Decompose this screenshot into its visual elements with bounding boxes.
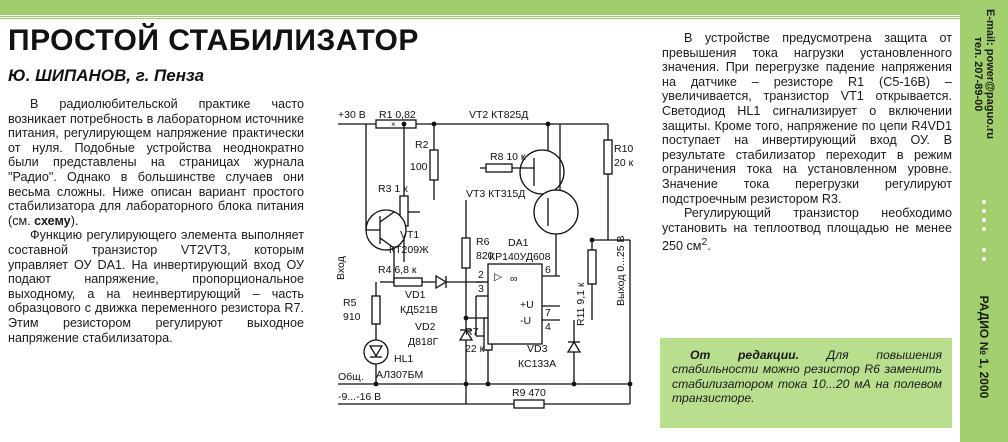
- paragraph-text: ).: [70, 213, 79, 228]
- label-vt1: VT1: [400, 229, 419, 241]
- sidebar-issue: РАДИО № 1, 2000: [977, 295, 991, 399]
- paragraph: В радиолюбительской практике часто возни…: [8, 97, 304, 228]
- paragraph-text: .: [707, 239, 711, 254]
- label-vt1t: КТ209Ж: [389, 244, 429, 256]
- label-r7: R7: [465, 326, 479, 338]
- label-vd1: VD1: [405, 289, 426, 301]
- label-vd2t: Д818Г: [408, 336, 439, 348]
- label-r3: R3 1 к: [378, 183, 408, 195]
- label-r6: R6: [476, 236, 490, 248]
- label-r5v: 910: [343, 311, 361, 323]
- label-plusu: +U: [520, 299, 534, 311]
- label-hl1: HL1: [394, 353, 413, 365]
- label-common: Общ.: [338, 371, 364, 383]
- label-minusu: -U: [520, 315, 531, 327]
- opamp-inf: ∞: [510, 273, 518, 285]
- article-column-right: В устройстве предусмотрена защита от пре…: [662, 31, 952, 254]
- paragraph: В устройстве предусмотрена защита от пре…: [662, 31, 952, 206]
- sidebar-email[interactable]: E-mail: power@paguo.ru: [984, 9, 996, 139]
- label-vt2: VT2 КТ825Д: [469, 109, 528, 121]
- label-hl1t: АЛ307БМ: [376, 369, 423, 381]
- label-vd2: VD2: [415, 321, 436, 333]
- pin-6: 6: [545, 264, 551, 276]
- editor-note-text: Для повышения стабильности можно резисто…: [672, 348, 942, 406]
- header-stripes: [0, 14, 960, 20]
- pin-3: 3: [478, 283, 484, 295]
- paragraph: Регулирующий транзистор необходимо устан…: [662, 206, 952, 254]
- label-r10v: 20 к: [614, 157, 634, 169]
- label-vd1t: КД521В: [400, 304, 438, 316]
- paragraph-text: Регулирующий транзистор необходимо устан…: [662, 206, 952, 254]
- label-r5: R5: [343, 297, 357, 309]
- label-vt3: VT3 КТ315Д: [466, 188, 525, 200]
- label-da1: DA1: [508, 237, 529, 249]
- label-r8: R8 10 к: [490, 151, 526, 163]
- article-author: Ю. ШИПАНОВ, г. Пенза: [8, 66, 205, 85]
- label-r1: R1 0,82: [379, 109, 416, 121]
- editor-note: От редакции. Для повышения стабильности …: [672, 348, 942, 406]
- label-vneg: -9...-16 В: [338, 391, 381, 403]
- editor-note-box: От редакции. Для повышения стабильности …: [660, 338, 952, 428]
- pin-4: 4: [545, 321, 551, 333]
- editor-note-label: От редакции.: [690, 348, 799, 362]
- superscript: 2: [701, 236, 708, 249]
- paragraph: Функцию регулирующего элемента выполняет…: [8, 228, 304, 345]
- schematic-diagram: +30 В R1 0,82 × R2 100 R3 1 к VT1 КТ209Ж…: [335, 109, 634, 409]
- label-output: Выход 0...25 В: [615, 235, 627, 306]
- label-r6v: 820: [476, 250, 494, 262]
- label-vd3: VD3: [527, 343, 548, 355]
- opamp-symbol: ▷: [494, 271, 503, 283]
- r1-mark: ×: [391, 120, 396, 129]
- article-title: ПРОСТОЙ СТАБИЛИЗАТОР: [8, 24, 419, 57]
- sidebar-phone: тел. 207-89-00: [972, 36, 984, 112]
- article-column-left: В радиолюбительской практике часто возни…: [8, 97, 304, 345]
- label-vin: +30 В: [338, 109, 366, 121]
- sidebar-dots: [982, 200, 986, 236]
- sidebar-contacts: E-mail: power@paguo.ru тел. 207-89-00: [972, 9, 996, 139]
- pin-2: 2: [478, 269, 484, 281]
- label-r9: R9 470: [512, 387, 546, 399]
- label-vd3t: КС133А: [518, 358, 556, 370]
- header-bar: [0, 0, 960, 14]
- schematic-link[interactable]: схему: [34, 213, 71, 228]
- label-da1t: КР140УД608: [489, 251, 551, 263]
- label-r11: R11 9,1 к: [575, 282, 587, 326]
- label-r10: R10: [614, 143, 633, 155]
- sidebar-dots: [982, 248, 986, 266]
- pin-7: 7: [545, 307, 551, 319]
- label-r2v: 100: [410, 161, 428, 173]
- label-r7v: 22 к: [465, 343, 485, 355]
- label-r4: R4 6,8 к: [378, 264, 417, 276]
- paragraph-text: В радиолюбительской практике часто возни…: [8, 97, 304, 228]
- label-r2: R2: [415, 139, 429, 151]
- label-input: Вход: [335, 256, 347, 280]
